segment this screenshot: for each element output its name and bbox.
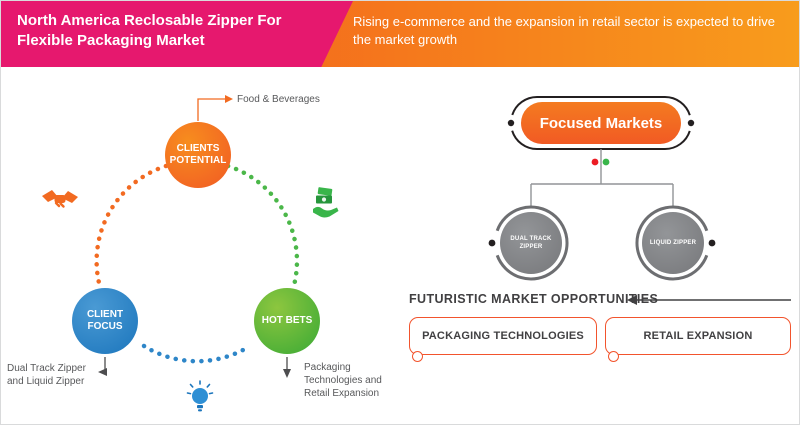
- cycle-node-label: CLIENTS POTENTIAL: [169, 142, 227, 167]
- cycle-node-label: HOT BETS: [261, 314, 313, 326]
- market-circle-dual-track-zipper: DUAL TRACK ZIPPER: [500, 212, 562, 274]
- pill-right-dot: [687, 119, 695, 127]
- opportunities-arrow: [627, 295, 637, 305]
- callout-dual-track-liquid-zipper: Dual Track Zipper and Liquid Zipper: [7, 363, 86, 387]
- money-hand-icon: [311, 187, 339, 224]
- opportunity-box-packaging-technologies: PACKAGING TECHNOLOGIES: [409, 317, 597, 362]
- market-circle-label: DUAL TRACK ZIPPER: [510, 235, 552, 250]
- header-title-panel: [1, 1, 353, 67]
- cycle-arc-green: [225, 163, 300, 292]
- opportunity-corner-dot: [608, 351, 619, 362]
- pill-left-dot: [507, 119, 515, 127]
- cycle-node-clients-potential: CLIENTS POTENTIAL: [165, 122, 231, 188]
- page-subtitle: Rising e-commerce and the expansion in r…: [353, 14, 775, 48]
- market-1-dot: [488, 239, 496, 247]
- junction-dot-green: [602, 158, 610, 166]
- opportunities-heading: FUTURISTIC MARKET OPPORTUNITIES: [409, 292, 659, 306]
- page-title: North America Reclosable Zipper For Flex…: [17, 12, 282, 50]
- junction-dot-red: [591, 158, 599, 166]
- opportunity-label: PACKAGING TECHNOLOGIES: [422, 330, 584, 342]
- focused-markets-pill: Focused Markets: [521, 102, 681, 144]
- arrow-food-beverages: [225, 95, 233, 103]
- lightbulb-icon: [185, 379, 215, 420]
- market-2-ring: [635, 205, 709, 281]
- cycle-arc-orange: [94, 163, 169, 290]
- market-1-ring: [495, 205, 569, 281]
- cycle-node-label: CLIENT FOCUS: [86, 308, 124, 333]
- header-band: North America Reclosable Zipper For Flex…: [1, 1, 799, 67]
- connector-food-beverages: [197, 98, 225, 121]
- market-2-dot: [708, 239, 716, 247]
- arrow-client-focus: [98, 368, 107, 376]
- market-circle-liquid-zipper: LIQUID ZIPPER: [642, 212, 704, 274]
- cycle-node-hot-bets: HOT BETS: [254, 288, 320, 354]
- callout-packaging-retail: Packaging Technologies and Retail Expans…: [304, 362, 382, 399]
- market-circle-label: LIQUID ZIPPER: [649, 239, 697, 246]
- arrow-hot-bets: [283, 369, 291, 378]
- cycle-node-client-focus: CLIENT FOCUS: [72, 288, 138, 354]
- market-tree-lines: [530, 149, 674, 207]
- opportunity-label: RETAIL EXPANSION: [643, 330, 753, 342]
- callout-food-beverages: Food & Beverages: [237, 94, 320, 105]
- opportunity-box-retail-expansion: RETAIL EXPANSION: [605, 317, 791, 362]
- cycle-arc-blue: [141, 343, 253, 364]
- focused-markets-title: Focused Markets: [539, 114, 663, 132]
- opportunity-corner-dot: [412, 351, 423, 362]
- handshake-icon: [41, 187, 79, 218]
